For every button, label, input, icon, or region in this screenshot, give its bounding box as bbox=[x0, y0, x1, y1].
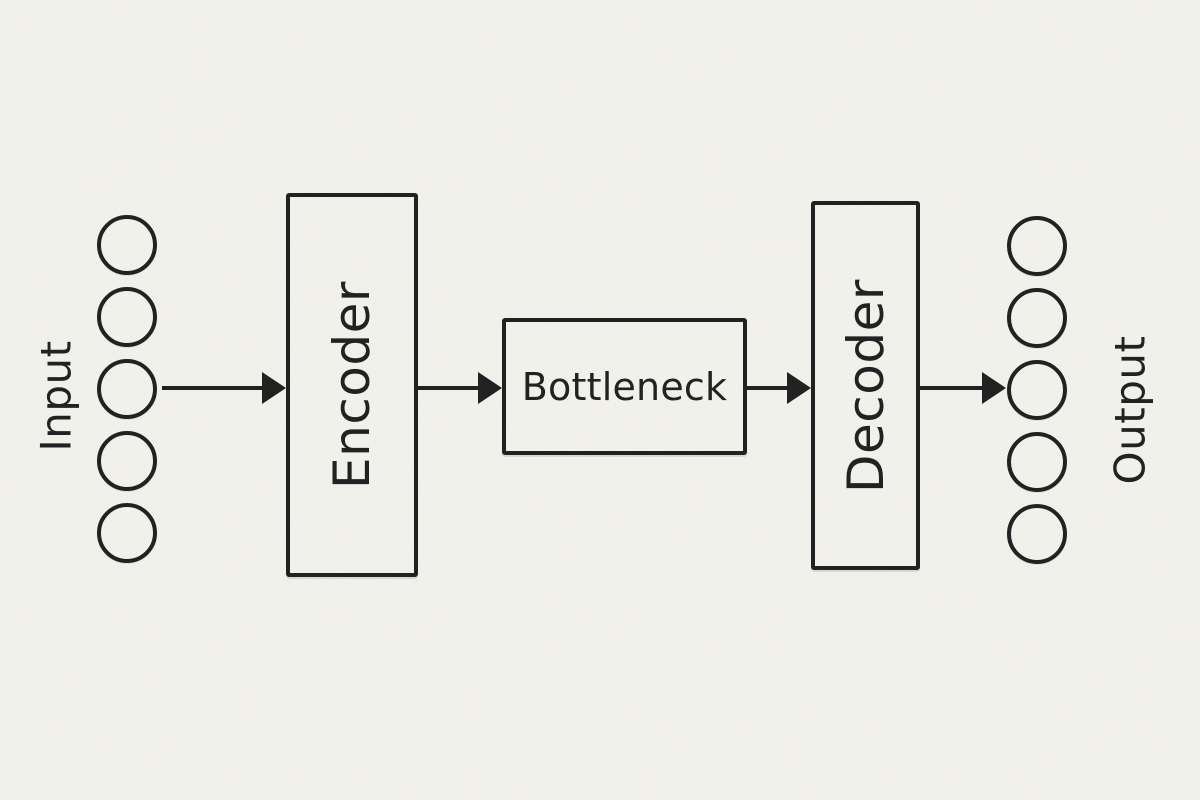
output-label: Output bbox=[1105, 335, 1155, 485]
output-nodes-column bbox=[1007, 216, 1067, 564]
output-node-circle bbox=[1007, 360, 1067, 420]
input-label: Input bbox=[31, 340, 81, 452]
decoder-box: Decoder bbox=[811, 201, 920, 570]
arrow-bottleneck-to-decoder bbox=[747, 372, 811, 404]
output-node-circle bbox=[1007, 288, 1067, 348]
arrowhead-icon bbox=[982, 372, 1006, 404]
input-nodes-column bbox=[97, 215, 157, 563]
arrowhead-icon bbox=[787, 372, 811, 404]
arrow-input-to-encoder bbox=[162, 372, 286, 404]
input-node-circle bbox=[97, 431, 157, 491]
encoder-label: Encoder bbox=[323, 281, 382, 489]
input-node-circle bbox=[97, 359, 157, 419]
input-node-circle bbox=[97, 287, 157, 347]
output-node-circle bbox=[1007, 432, 1067, 492]
bottleneck-label: Bottleneck bbox=[521, 364, 728, 409]
output-node-circle bbox=[1007, 216, 1067, 276]
arrowhead-icon bbox=[262, 372, 286, 404]
input-node-circle bbox=[97, 215, 157, 275]
encoder-box: Encoder bbox=[286, 193, 418, 577]
arrowhead-icon bbox=[478, 372, 502, 404]
decoder-label: Decoder bbox=[836, 278, 895, 493]
arrow-decoder-to-output bbox=[920, 372, 1006, 404]
arrow-encoder-to-bottleneck bbox=[418, 372, 502, 404]
input-node-circle bbox=[97, 503, 157, 563]
bottleneck-box: Bottleneck bbox=[502, 318, 747, 455]
output-node-circle bbox=[1007, 504, 1067, 564]
